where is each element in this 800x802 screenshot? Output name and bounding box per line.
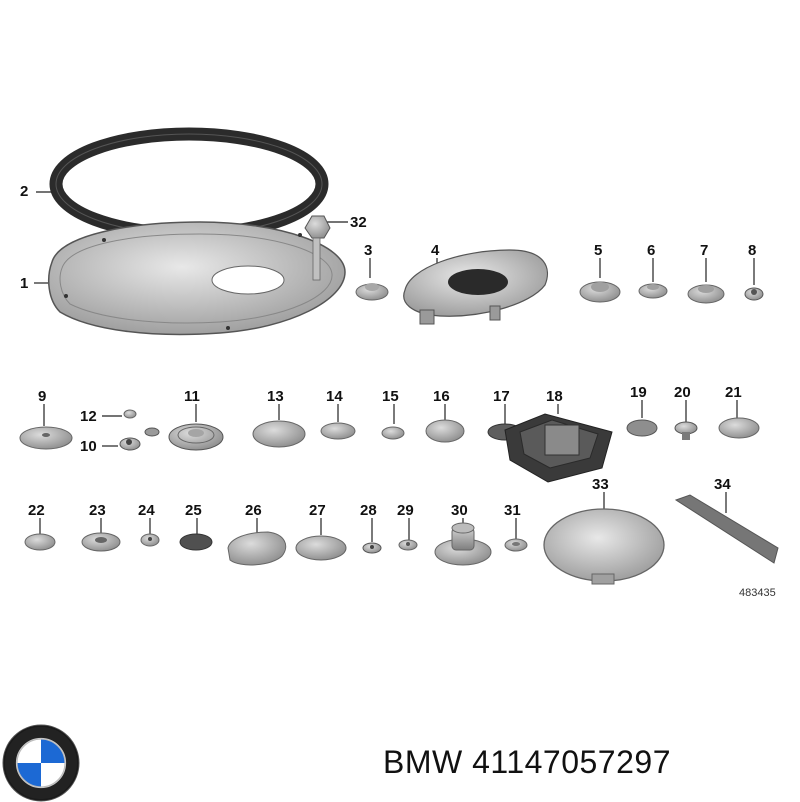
callout-32: 32 xyxy=(350,214,367,231)
callout-29: 29 xyxy=(397,502,414,519)
callout-10: 10 xyxy=(80,438,97,455)
callout-25: 25 xyxy=(185,502,202,519)
part-22-cap xyxy=(24,533,56,551)
callout-30: 30 xyxy=(451,502,468,519)
part-19-plug xyxy=(626,419,658,437)
part-1-cover-plate xyxy=(47,221,346,336)
part-26-plug xyxy=(227,531,287,566)
part-2-gasket xyxy=(49,127,329,241)
callout-9: 9 xyxy=(38,388,47,405)
part-4-oval-cover xyxy=(403,249,549,325)
callout-13: 13 xyxy=(267,388,284,405)
part-23-grommet xyxy=(81,532,121,552)
callout-28: 28 xyxy=(360,502,377,519)
callout-1: 1 xyxy=(20,275,29,292)
part-14-plug xyxy=(320,422,356,440)
part-32-bolt xyxy=(304,215,331,281)
callout-24: 24 xyxy=(138,502,155,519)
callout-19: 19 xyxy=(630,384,647,401)
part-8-clip xyxy=(744,287,764,301)
callout-23: 23 xyxy=(89,502,106,519)
callout-22: 22 xyxy=(28,502,45,519)
callout-15: 15 xyxy=(382,388,399,405)
part-29-clip xyxy=(398,539,418,551)
part-27-plug xyxy=(295,535,347,561)
callout-7: 7 xyxy=(700,242,709,259)
part-9-plug xyxy=(19,426,73,450)
part-21-plug xyxy=(718,417,760,439)
callout-3: 3 xyxy=(364,242,373,259)
callout-16: 16 xyxy=(433,388,450,405)
part-11-plug xyxy=(168,423,224,451)
part-34-strip xyxy=(674,494,779,564)
part-3-grommet xyxy=(355,283,389,301)
part-31-grommet xyxy=(504,538,528,552)
callout-12: 12 xyxy=(80,408,97,425)
callout-18: 18 xyxy=(546,388,563,405)
part-12-cap xyxy=(123,409,137,419)
callout-31: 31 xyxy=(504,502,521,519)
part-18-jack-pad xyxy=(504,413,613,483)
part-28-clip xyxy=(362,542,382,554)
part-25-plug xyxy=(179,533,213,551)
part-5-grommet xyxy=(579,281,621,303)
part-30-mount xyxy=(434,522,492,566)
part-15-plug xyxy=(381,426,405,440)
part-number: 41147057297 xyxy=(472,744,671,780)
callout-6: 6 xyxy=(647,242,656,259)
callout-2: 2 xyxy=(20,183,29,200)
part-13-plug xyxy=(252,420,306,448)
callout-4: 4 xyxy=(431,242,440,259)
callout-14: 14 xyxy=(326,388,343,405)
bmw-roundel-icon xyxy=(2,724,80,802)
brand-name: BMW xyxy=(383,744,463,780)
part-10-fastener xyxy=(119,427,160,451)
part-16-plug xyxy=(425,419,465,443)
callout-11: 11 xyxy=(184,388,200,405)
part-24-clip xyxy=(140,533,160,547)
part-33-cover xyxy=(543,508,665,585)
brand-part-number: BMW 41147057297 xyxy=(383,744,671,781)
callout-33: 33 xyxy=(592,476,609,493)
leader-lines xyxy=(34,191,755,542)
part-20-clip xyxy=(674,421,698,440)
part-6-grommet xyxy=(638,283,668,299)
callout-20: 20 xyxy=(674,384,691,401)
diagram-reference-number: 483435 xyxy=(739,587,776,599)
callout-34: 34 xyxy=(714,476,731,493)
callout-26: 26 xyxy=(245,502,262,519)
callout-17: 17 xyxy=(493,388,510,405)
callout-27: 27 xyxy=(309,502,326,519)
callout-21: 21 xyxy=(725,384,742,401)
part-7-grommet xyxy=(687,284,725,304)
callout-5: 5 xyxy=(594,242,603,259)
callout-8: 8 xyxy=(748,242,757,259)
